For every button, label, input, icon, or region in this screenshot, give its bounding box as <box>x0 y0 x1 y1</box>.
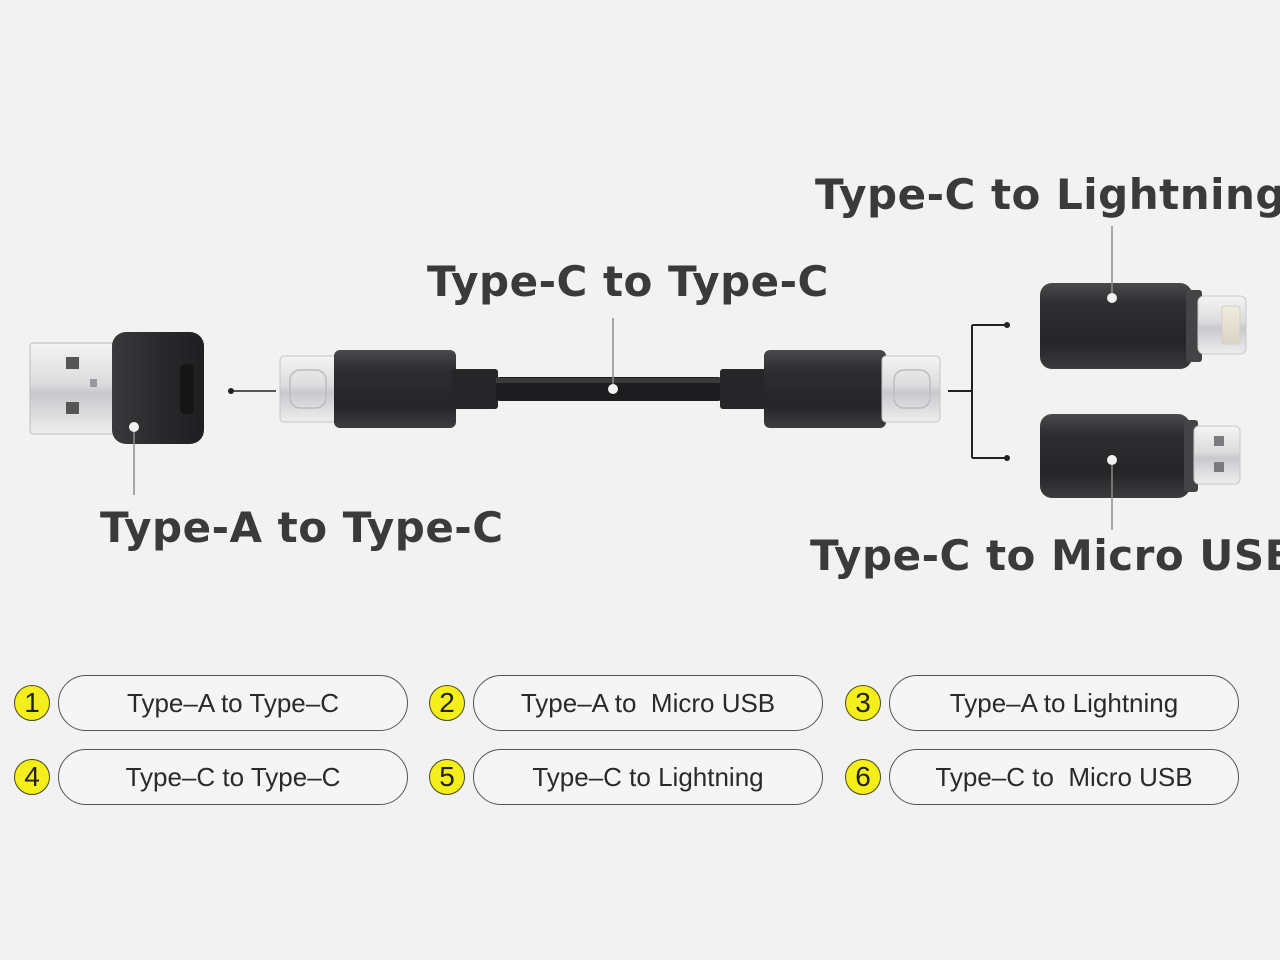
option-number-badge: 3 <box>845 685 881 721</box>
option-number-badge: 1 <box>14 685 50 721</box>
label-type-c-to-type-c: Type-C to Type-C <box>427 257 829 306</box>
option-pill: Type–C to Lightning <box>473 749 823 805</box>
option-pill: Type–C to Type–C <box>58 749 408 805</box>
option-number-badge: 4 <box>14 759 50 795</box>
option-number-badge: 6 <box>845 759 881 795</box>
label-type-a-to-type-c: Type-A to Type-C <box>100 503 504 552</box>
option-pill: Type–A to Lightning <box>889 675 1239 731</box>
option-number-badge: 2 <box>429 685 465 721</box>
option-pill: Type–A to Micro USB <box>473 675 823 731</box>
label-type-c-to-lightning: Type-C to Lightning <box>815 170 1280 219</box>
type-c-to-type-c-cable <box>279 318 941 428</box>
options-row-2: 4 Type–C to Type–C 5 Type–C to Lightning… <box>14 749 1254 807</box>
option-pill: Type–A to Type–C <box>58 675 408 731</box>
label-type-c-to-micro-usb: Type-C to Micro USB <box>810 531 1280 580</box>
type-c-to-micro-usb-adapter <box>1040 414 1241 530</box>
connector-link-line <box>228 388 276 394</box>
option-pill: Type–C to Micro USB <box>889 749 1239 805</box>
type-a-to-type-c-adapter <box>29 332 204 495</box>
bracket-connector <box>948 324 1007 459</box>
option-number-badge: 5 <box>429 759 465 795</box>
type-c-to-lightning-adapter <box>1040 226 1247 369</box>
options-row-1: 1 Type–A to Type–C 2 Type–A to Micro USB… <box>14 675 1254 733</box>
